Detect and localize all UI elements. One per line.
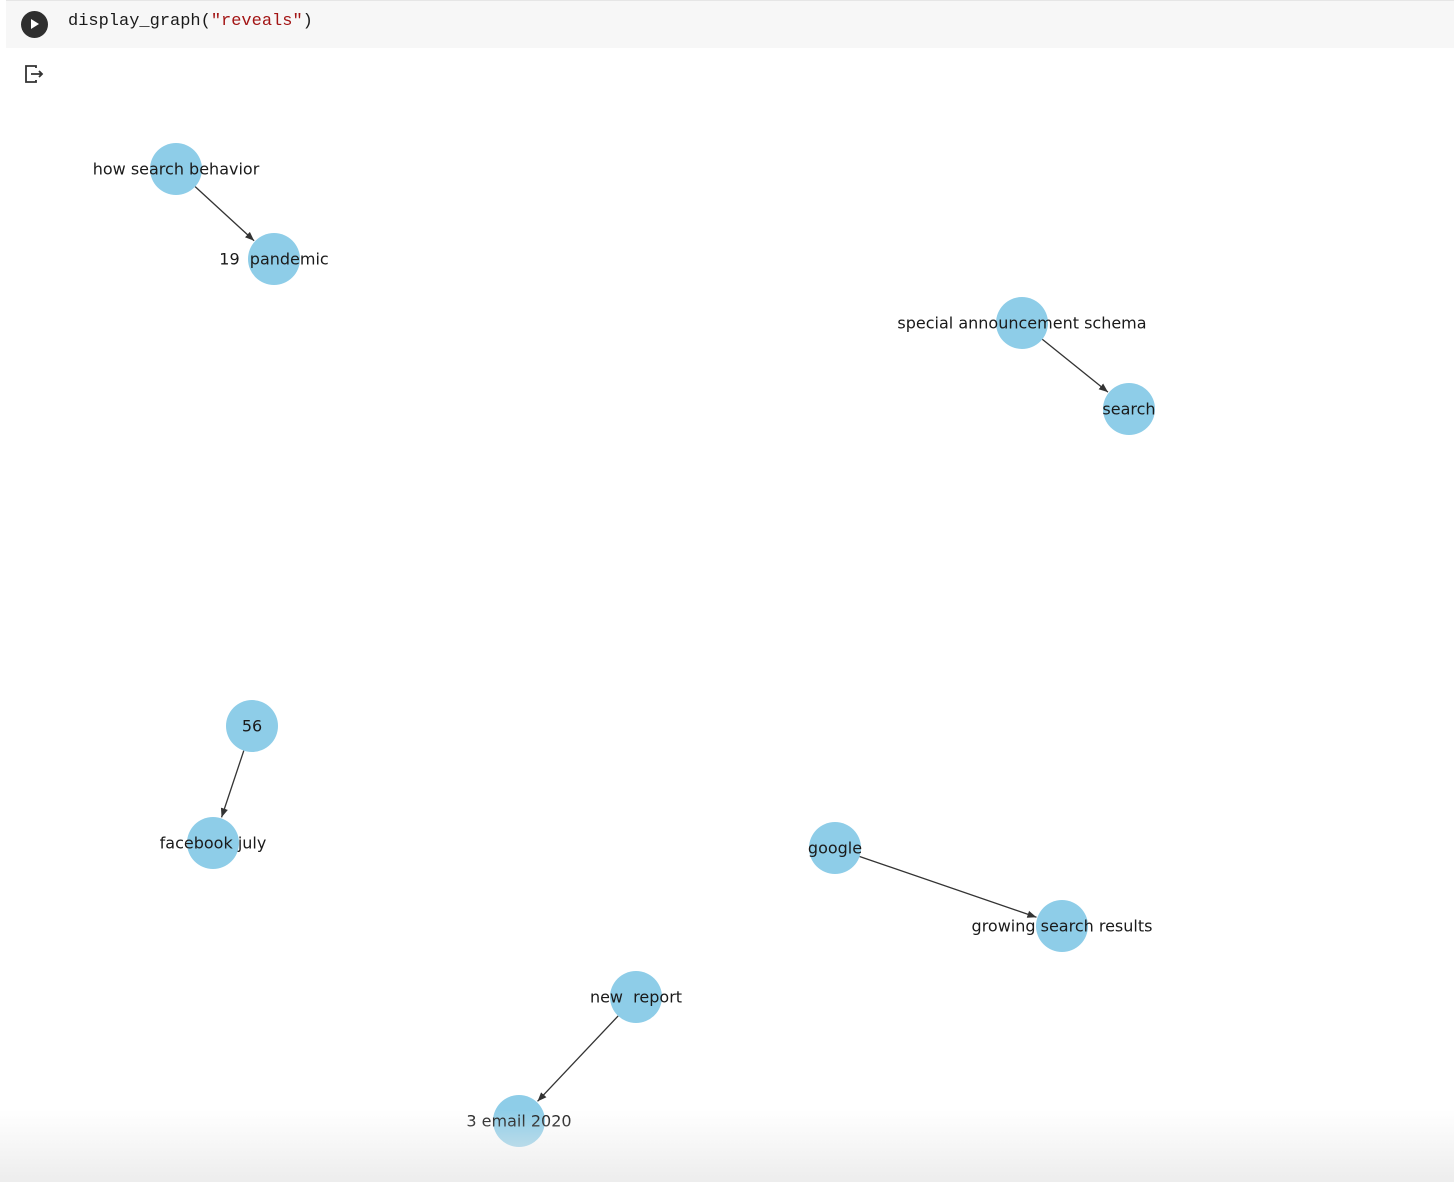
graph-node-facebook_july	[187, 817, 239, 869]
graph-node-label-search: search	[1102, 400, 1155, 419]
graph-node-special_announcement_schema	[996, 297, 1048, 349]
graph-node-google	[809, 822, 861, 874]
graph-node-56	[226, 700, 278, 752]
graph-node-label-growing_search_results: growing search results	[972, 917, 1153, 936]
code-function: display_graph(	[68, 12, 211, 31]
graph-node-label-how_search_behavior: how search behavior	[93, 160, 260, 179]
graph-node-label-new_report: new report	[590, 988, 682, 1007]
code-string-argument: "reveals"	[210, 12, 303, 31]
output-redirect-icon[interactable]	[23, 63, 45, 85]
code-cell[interactable]: display_graph("reveals")	[6, 0, 1454, 48]
graph-edge-how_search_behavior-to-19_pandemic	[194, 186, 255, 242]
graph-node-how_search_behavior	[150, 143, 202, 195]
graph-node-growing_search_results	[1036, 900, 1088, 952]
graph-node-label-facebook_july: facebook july	[160, 834, 267, 853]
graph-edge-new_report-to-3_email_2020	[537, 1015, 619, 1102]
code-line[interactable]: display_graph("reveals")	[68, 12, 313, 31]
graph-edge-56-to-facebook_july	[220, 750, 245, 818]
graph-node-label-special_announcement_schema: special announcement schema	[897, 314, 1146, 333]
graph-node-label-56: 56	[242, 717, 262, 736]
graph-edge-special_announcement_schema-to-search	[1041, 338, 1109, 393]
graph-node-19_pandemic	[248, 233, 300, 285]
graph-edge-google-to-growing_search_results	[859, 855, 1037, 918]
graph-node-label-3_email_2020: 3 email 2020	[466, 1112, 571, 1131]
graph-node-new_report	[610, 971, 662, 1023]
graph-node-label-google: google	[808, 839, 862, 858]
play-icon	[31, 19, 39, 29]
graph-node-search	[1103, 383, 1155, 435]
edges-layer	[194, 186, 1109, 1102]
run-cell-button[interactable]	[21, 11, 48, 38]
code-close-paren: )	[302, 12, 313, 31]
graph-node-label-19_pandemic: 19 pandemic	[219, 250, 328, 269]
